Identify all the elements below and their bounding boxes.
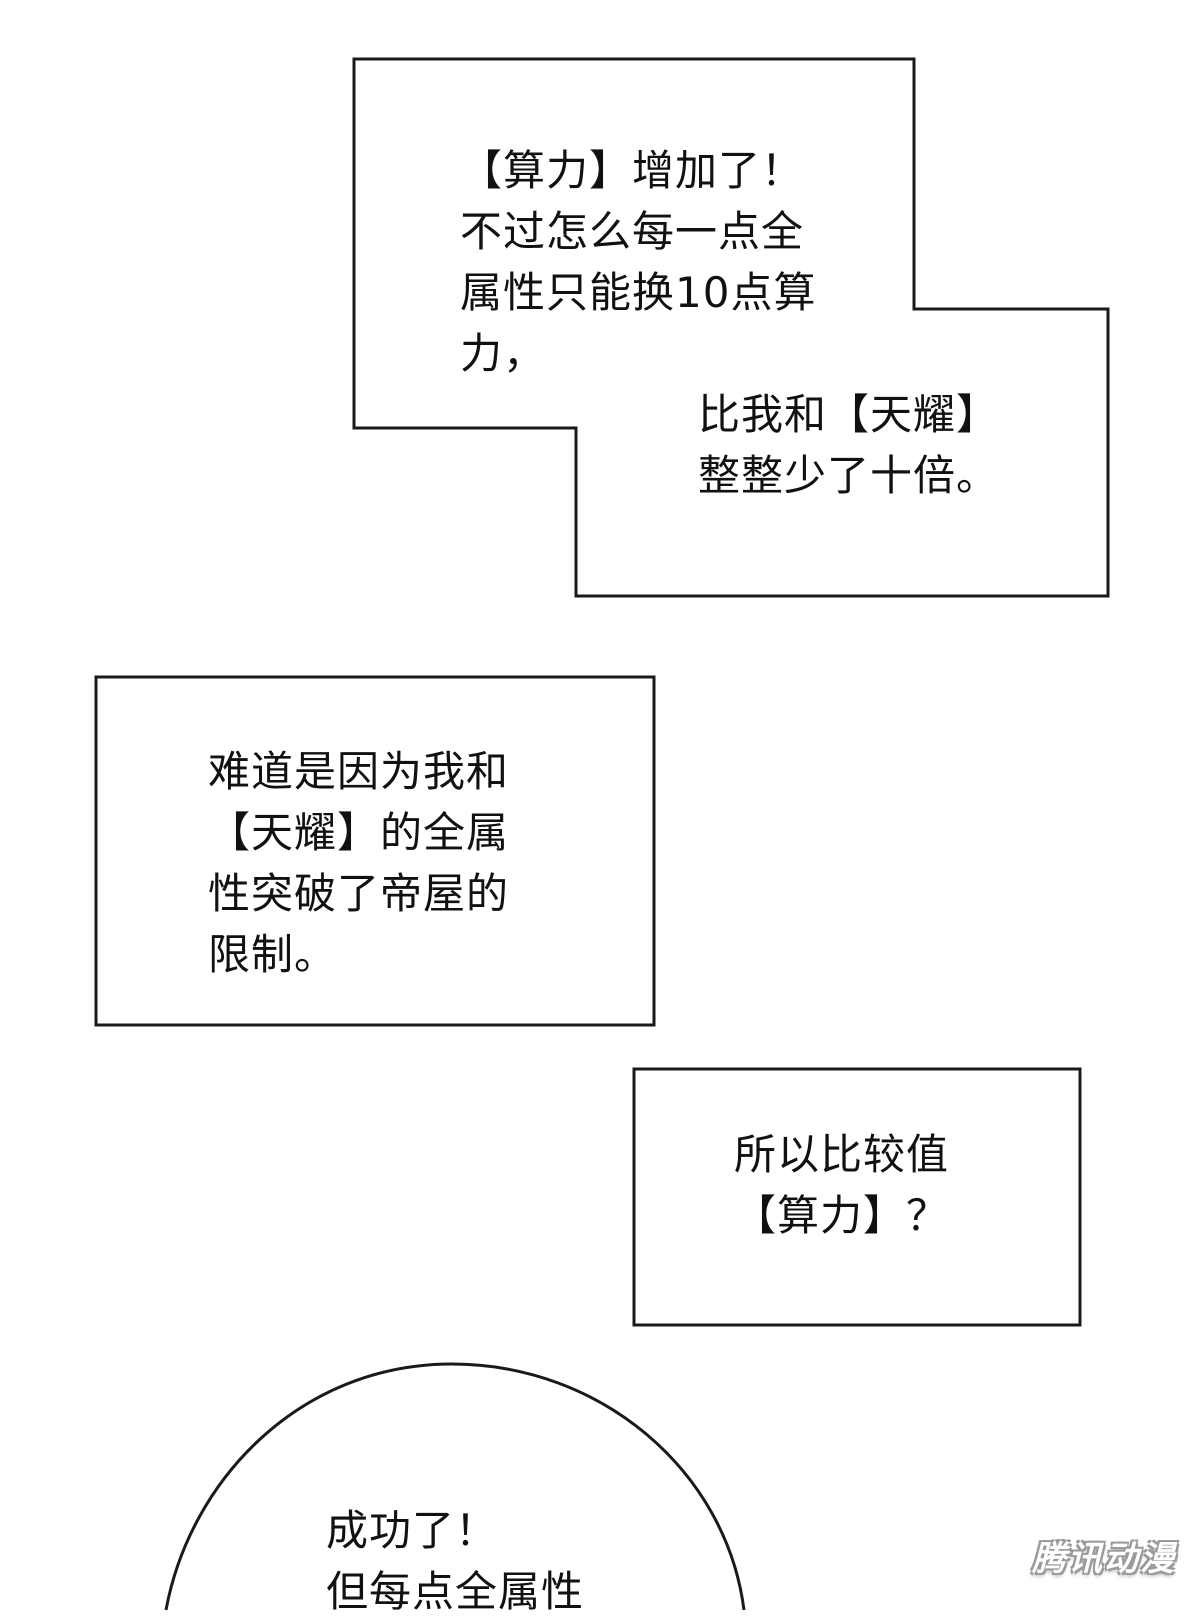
caption-line: 不过怎么每一点全 <box>460 207 805 256</box>
caption-line: 【算力】增加了！ <box>460 146 805 195</box>
caption-box-2-text: 难道是因为我和 【天耀】的全属 性突破了帝屋的 限制。 <box>208 741 509 985</box>
caption-line: 属性只能换10点算 <box>460 268 817 317</box>
caption-line: 比我和【天耀】 <box>698 390 1000 439</box>
caption-line: 整整少了十倍。 <box>698 451 1000 500</box>
watermark-logo: 腾讯动漫 <box>1032 1539 1176 1579</box>
speech-bubble-text: 成功了！ 但每点全属性 <box>326 1500 584 1622</box>
caption-line: 所以比较值 <box>734 1130 950 1179</box>
caption-line: 限制。 <box>208 930 338 979</box>
caption-box-2-outline <box>94 675 656 1027</box>
caption-box-1-text-top: 【算力】增加了！ 不过怎么每一点全 属性只能换10点算 力， <box>460 140 816 384</box>
caption-line: 难道是因为我和 <box>208 747 510 796</box>
caption-box-3-text: 所以比较值 【算力】？ <box>734 1124 949 1246</box>
caption-line: 【天耀】的全属 <box>208 808 510 857</box>
speech-line: 但每点全属性 <box>326 1567 585 1616</box>
caption-box-1-text-bottom: 比我和【天耀】 整整少了十倍。 <box>698 384 999 506</box>
caption-line: 【算力】？ <box>734 1191 950 1240</box>
caption-line: 力， <box>460 329 547 378</box>
caption-line: 性突破了帝屋的 <box>208 869 510 918</box>
speech-bubble-outline <box>164 1362 746 1611</box>
speech-line: 成功了！ <box>326 1506 499 1555</box>
caption-box-3-outline <box>632 1067 1082 1327</box>
